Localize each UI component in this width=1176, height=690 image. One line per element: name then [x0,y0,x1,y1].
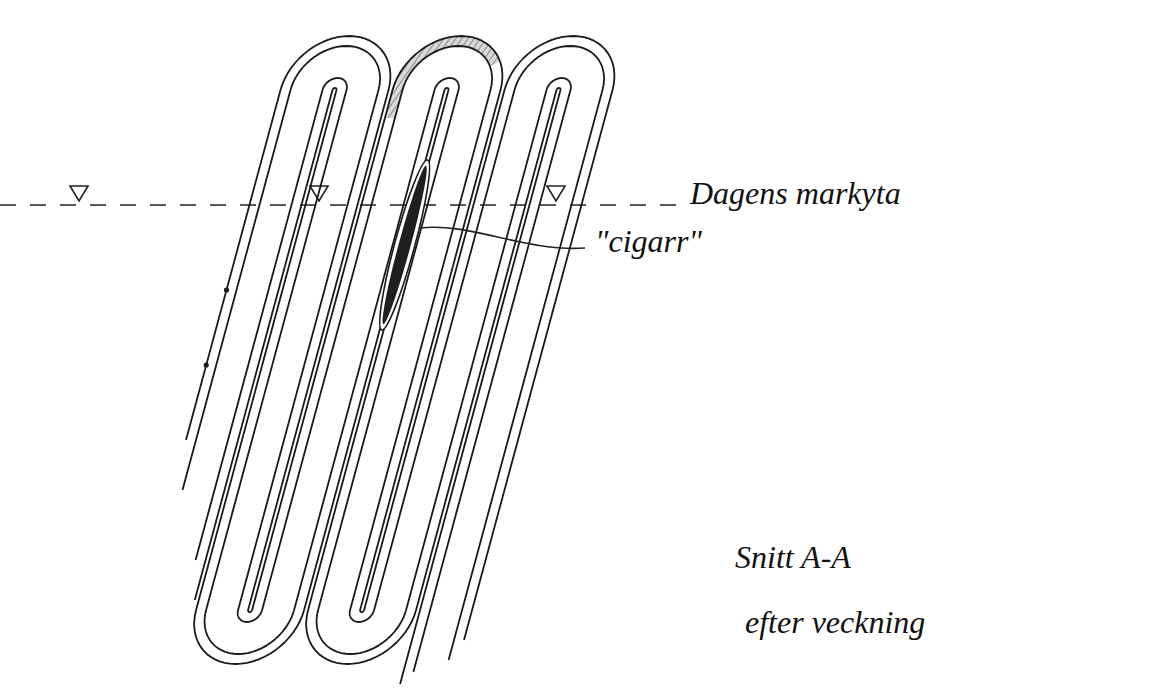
layer-boundary [194,88,560,684]
cigar-body [372,157,437,332]
section-subtitle: efter veckning [745,605,925,640]
leader-line [420,227,585,248]
layer-boundary [183,46,605,660]
point-mark [204,362,209,367]
callout-label: "cigarr" [595,224,702,259]
surface-label: Dagens markyta [690,176,901,211]
point-mark [224,287,229,292]
ground-surface-line [0,186,680,205]
section-title: Snitt A-A [735,540,851,575]
layer-boundary [196,78,571,672]
